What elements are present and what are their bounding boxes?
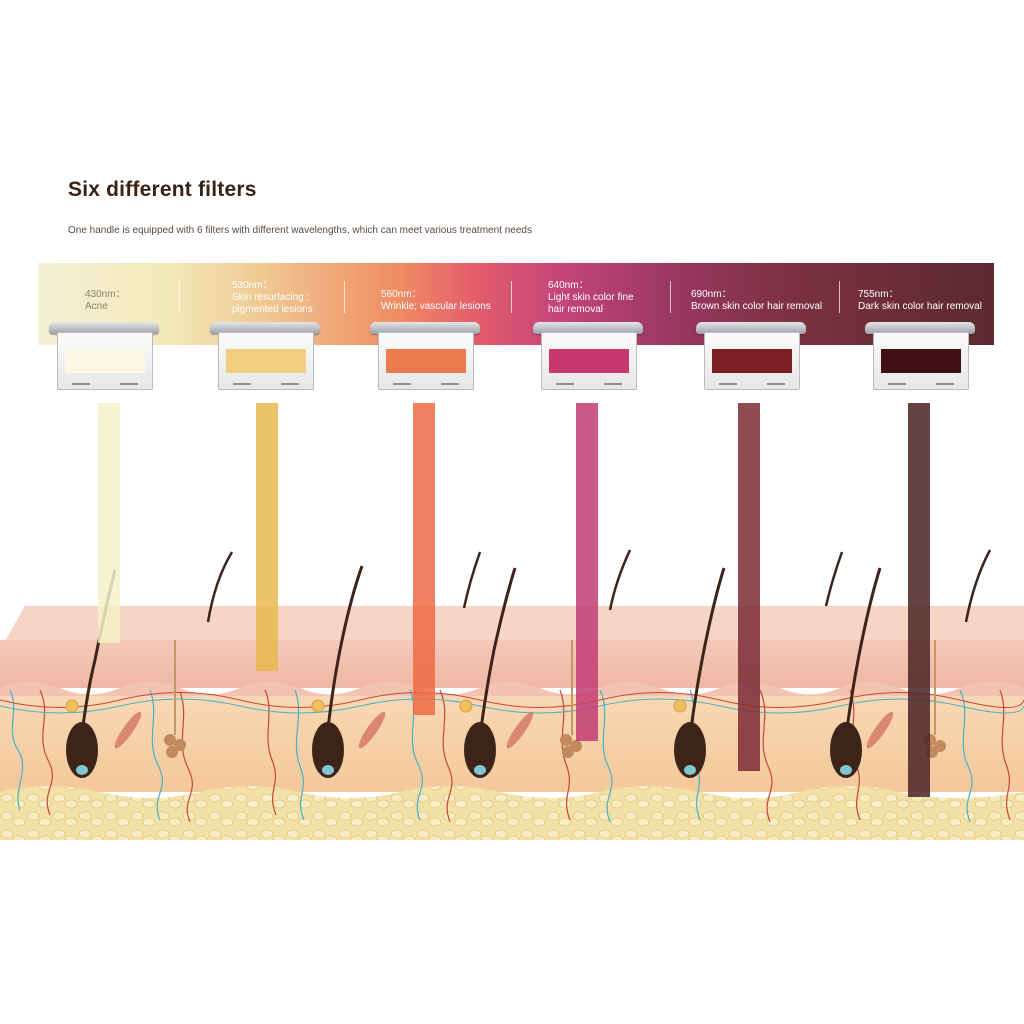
filter-clip [719,383,737,385]
filter-cartridge-640 [533,322,643,390]
filter-cartridge-530 [210,322,320,390]
filter-cartridge-430 [49,322,159,390]
filter-description: Brown skin color hair removal [691,301,823,312]
filter-description: pigmented lesions [232,304,313,315]
arrector-pili-muscles [114,711,894,749]
filter-description: Wrinkle; vascular lesions [381,301,491,312]
filter-clip [72,383,90,385]
filter-glass [226,349,306,373]
filter-wavelength: 430nm： [85,289,126,300]
filter-cap [370,322,480,334]
filter-clip [888,383,906,385]
dermal-papillae [0,681,1024,700]
band-divider [670,281,671,313]
filter-description: Dark skin color hair removal [858,301,982,312]
wavelength-spectrum-band [38,263,994,345]
filter-description: Acne [85,301,108,312]
band-divider [179,281,180,313]
filter-label-530: 530nm： Skin resurfacing ; pigmented lesi… [232,280,313,316]
filter-cap [210,322,320,334]
filter-clip [233,383,251,385]
surface-hair [824,551,844,607]
filter-clip [556,383,574,385]
filter-label-560: 560nm： Wrinkle; vascular lesions [381,289,491,313]
filter-body [541,332,637,390]
page-title: Six different filters [68,178,257,201]
band-divider [511,281,512,313]
filter-cap [696,322,806,334]
filter-clip [936,383,954,385]
filter-body [873,332,969,390]
surface-hair [206,551,234,623]
hair-follicle [674,567,726,778]
filter-wavelength: 640nm： [548,280,589,291]
surface-hair [964,549,992,623]
surface-hair [462,551,482,609]
filter-wavelength: 690nm： [691,289,732,300]
filter-clip [767,383,785,385]
filter-description: Skin resurfacing ; [232,292,310,303]
band-divider [839,281,840,313]
band-divider [344,281,345,313]
filter-cap [49,322,159,334]
filter-clip [120,383,138,385]
filter-cartridge-690 [696,322,806,390]
filter-label-640: 640nm： Light skin color fine hair remova… [548,280,634,316]
epidermis-layer [0,640,1024,688]
filter-description: Light skin color fine [548,292,634,303]
filter-glass [712,349,792,373]
filter-cap [533,322,643,334]
filter-glass [549,349,629,373]
light-beam-640 [576,403,598,741]
hair-follicle [464,567,517,778]
skin-cross-section-illustration [0,549,1024,840]
filter-glass [881,349,961,373]
light-beam-560 [413,403,435,715]
filter-clip [281,383,299,385]
filter-body [218,332,314,390]
filter-glass [65,349,145,373]
surface-hair [608,549,632,611]
filter-wavelength: 755nm： [858,289,899,300]
filter-clip [441,383,459,385]
light-beam-530 [256,403,278,671]
hair-follicle [66,569,117,778]
hair-follicles [66,549,992,778]
filter-cap [865,322,975,334]
filter-cartridge-560 [370,322,480,390]
page-subtitle: One handle is equipped with 6 filters wi… [68,225,532,236]
filter-body [57,332,153,390]
filter-description: hair removal [548,304,604,315]
hair-follicle [312,565,364,778]
light-beam-755 [908,403,930,797]
filter-wavelength: 530nm： [232,280,273,291]
filter-label-430: 430nm： Acne [85,289,126,313]
filter-label-690: 690nm： Brown skin color hair removal [691,289,822,313]
filter-body [378,332,474,390]
hair-follicle [830,567,882,778]
filter-body [704,332,800,390]
light-beam-430 [98,403,120,643]
filter-clip [604,383,622,385]
filter-clip [393,383,411,385]
filter-cartridge-755 [865,322,975,390]
subcutaneous-fat-layer [0,786,1024,840]
light-beam-690 [738,403,760,771]
sebaceous-glands [65,699,687,713]
filter-label-755: 755nm： Dark skin color hair removal [858,289,982,313]
filter-wavelength: 560nm： [381,289,422,300]
filter-glass [386,349,466,373]
